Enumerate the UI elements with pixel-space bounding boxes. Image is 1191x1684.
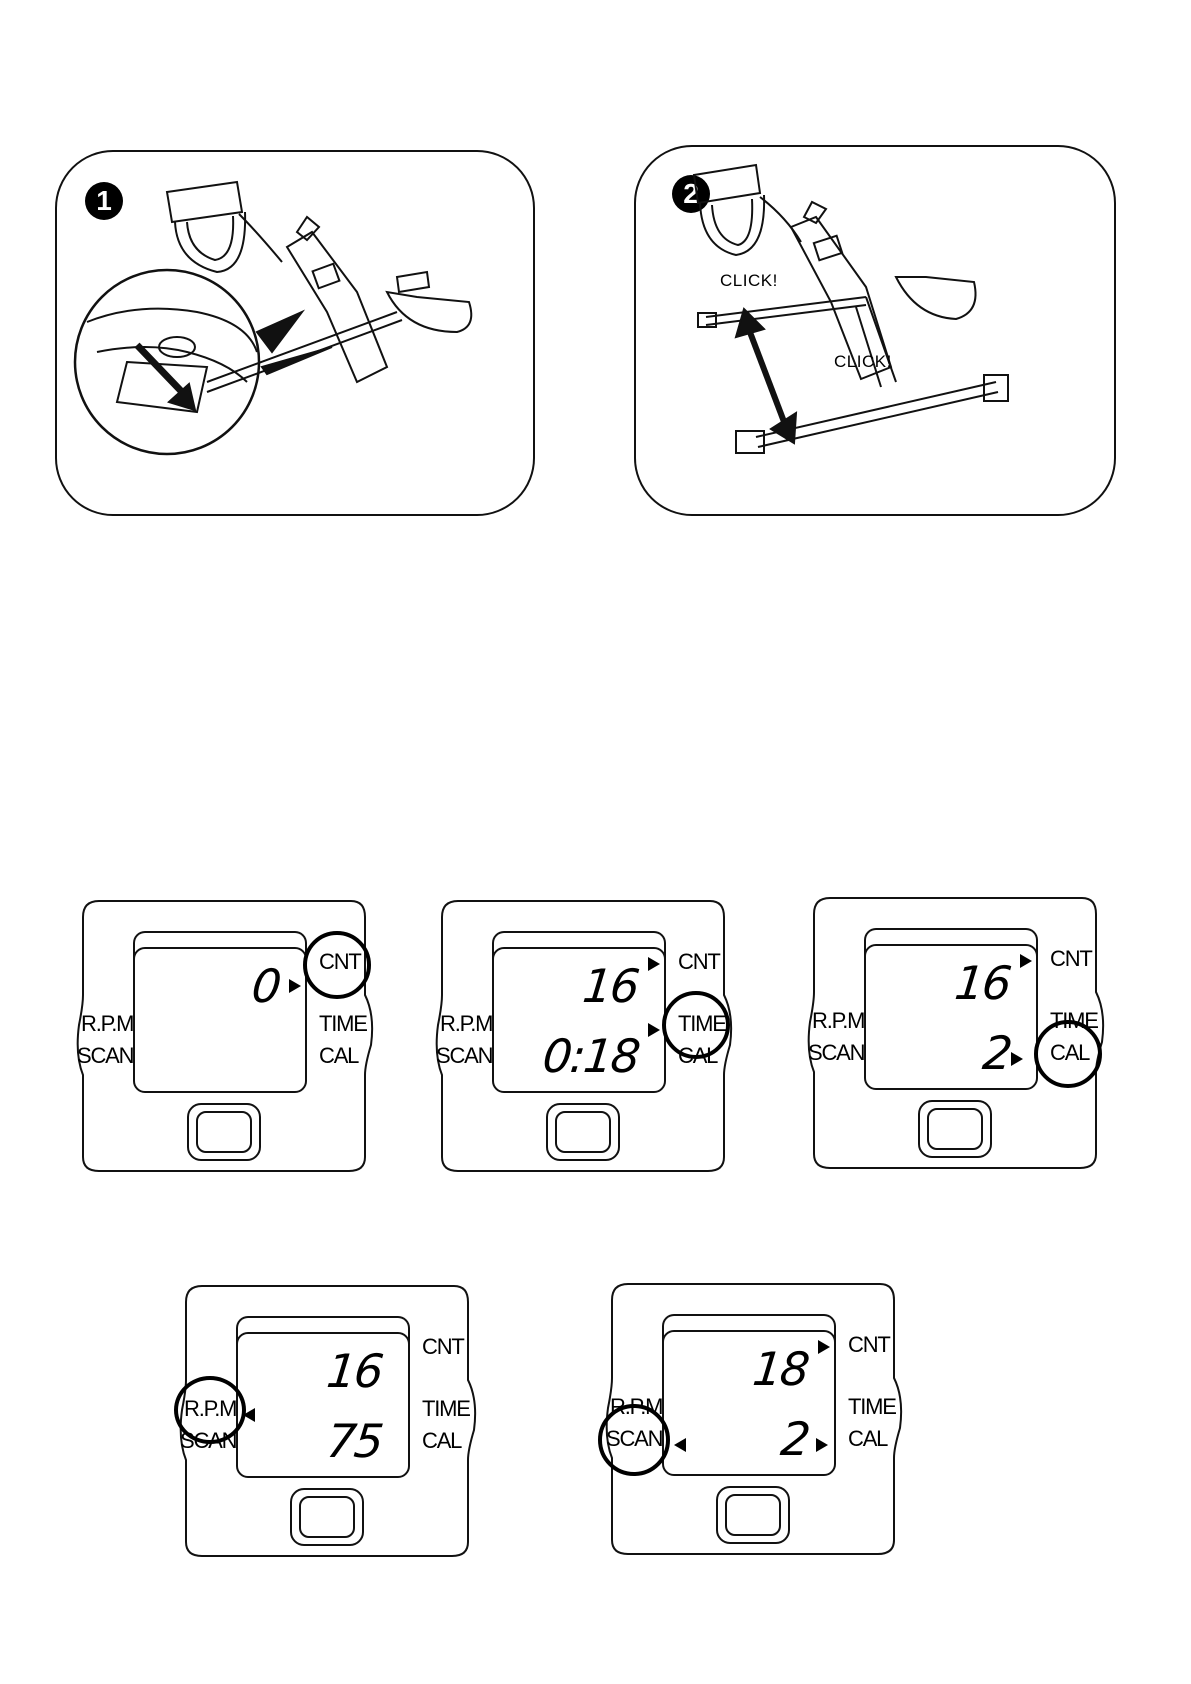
mode-button[interactable] xyxy=(918,1100,992,1158)
monitor-scan-mode: 18 2 CNT TIME CAL R.P.M SCAN xyxy=(598,1278,904,1558)
cal-pointer-icon xyxy=(816,1438,828,1452)
label-cal: CAL xyxy=(319,1043,359,1068)
label-time: TIME xyxy=(319,1011,368,1036)
lcd-top-value: 16 xyxy=(952,956,1013,1010)
click-label-upper: CLICK! xyxy=(720,271,778,290)
cnt-pointer-icon xyxy=(818,1340,830,1354)
lcd-bottom-value: 0:18 xyxy=(539,1029,641,1083)
click-label-lower: CLICK! xyxy=(834,352,892,371)
lcd-screen: 18 2 xyxy=(662,1330,836,1476)
lcd-bottom-value: 2 xyxy=(979,1026,1013,1080)
label-cnt: CNT xyxy=(678,949,721,974)
label-cal: CAL xyxy=(848,1426,888,1451)
lcd-screen: 16 2 xyxy=(864,944,1038,1090)
label-rpm: R.P.M xyxy=(812,1008,865,1033)
lcd-top-value: 0 xyxy=(248,959,282,1013)
lcd-screen: 16 0:18 xyxy=(492,947,666,1093)
label-cnt: CNT xyxy=(422,1334,465,1359)
monitor-cnt-mode: 0 CNT TIME CAL R.P.M SCAN xyxy=(75,895,375,1175)
time-pointer-icon xyxy=(648,1023,660,1037)
highlight-circle xyxy=(598,1404,670,1476)
lcd-screen: 0 xyxy=(133,947,307,1093)
highlight-circle xyxy=(303,931,371,999)
monitor-time-mode: 16 0:18 CNT TIME CAL R.P.M SCAN xyxy=(434,895,734,1175)
mode-button[interactable] xyxy=(716,1486,790,1544)
label-time: TIME xyxy=(422,1396,471,1421)
cal-pointer-icon xyxy=(1011,1052,1023,1066)
lcd-bottom-value: 2 xyxy=(777,1412,811,1466)
label-cnt: CNT xyxy=(848,1332,891,1357)
monitor-housing xyxy=(605,1283,903,1555)
highlight-circle xyxy=(662,991,730,1059)
label-time: TIME xyxy=(848,1394,897,1419)
mode-button[interactable] xyxy=(187,1103,261,1161)
monitor-cal-mode: 16 2 CNT TIME CAL R.P.M SCAN xyxy=(806,892,1106,1172)
label-cnt: CNT xyxy=(1050,946,1093,971)
monitor-housing xyxy=(807,897,1105,1169)
highlight-circle xyxy=(174,1376,246,1444)
step-number-badge: 1 xyxy=(85,182,123,220)
unlock-latch-illustration xyxy=(73,180,473,456)
lcd-screen: 16 75 xyxy=(236,1332,410,1478)
scan-pointer-icon xyxy=(674,1438,686,1452)
monitor-rpm-mode: 16 75 CNT TIME CAL R.P.M SCAN xyxy=(174,1280,478,1560)
fold-out-legs-illustration xyxy=(692,163,1009,454)
monitor-housing xyxy=(435,900,733,1172)
label-cal: CAL xyxy=(422,1428,462,1453)
lcd-bottom-value: 75 xyxy=(324,1414,385,1468)
mode-button[interactable] xyxy=(290,1488,364,1546)
lcd-top-value: 16 xyxy=(324,1344,385,1398)
label-rpm: R.P.M xyxy=(440,1011,493,1036)
label-rpm: R.P.M xyxy=(81,1011,134,1036)
cnt-pointer-icon xyxy=(1020,954,1032,968)
rpm-pointer-icon xyxy=(243,1408,255,1422)
cnt-pointer-icon xyxy=(648,957,660,971)
mode-button[interactable] xyxy=(546,1103,620,1161)
step-2-illustration-panel: 2 CLICK! CLICK! xyxy=(634,145,1116,516)
label-scan: SCAN xyxy=(808,1040,866,1065)
monitor-housing xyxy=(76,900,374,1172)
lcd-top-value: 16 xyxy=(580,959,641,1013)
highlight-circle xyxy=(1034,1020,1102,1088)
step-1-illustration-panel: 1 xyxy=(55,150,535,516)
label-scan: SCAN xyxy=(436,1043,494,1068)
lcd-top-value: 18 xyxy=(750,1342,811,1396)
label-scan: SCAN xyxy=(77,1043,135,1068)
cnt-pointer-icon xyxy=(289,979,301,993)
